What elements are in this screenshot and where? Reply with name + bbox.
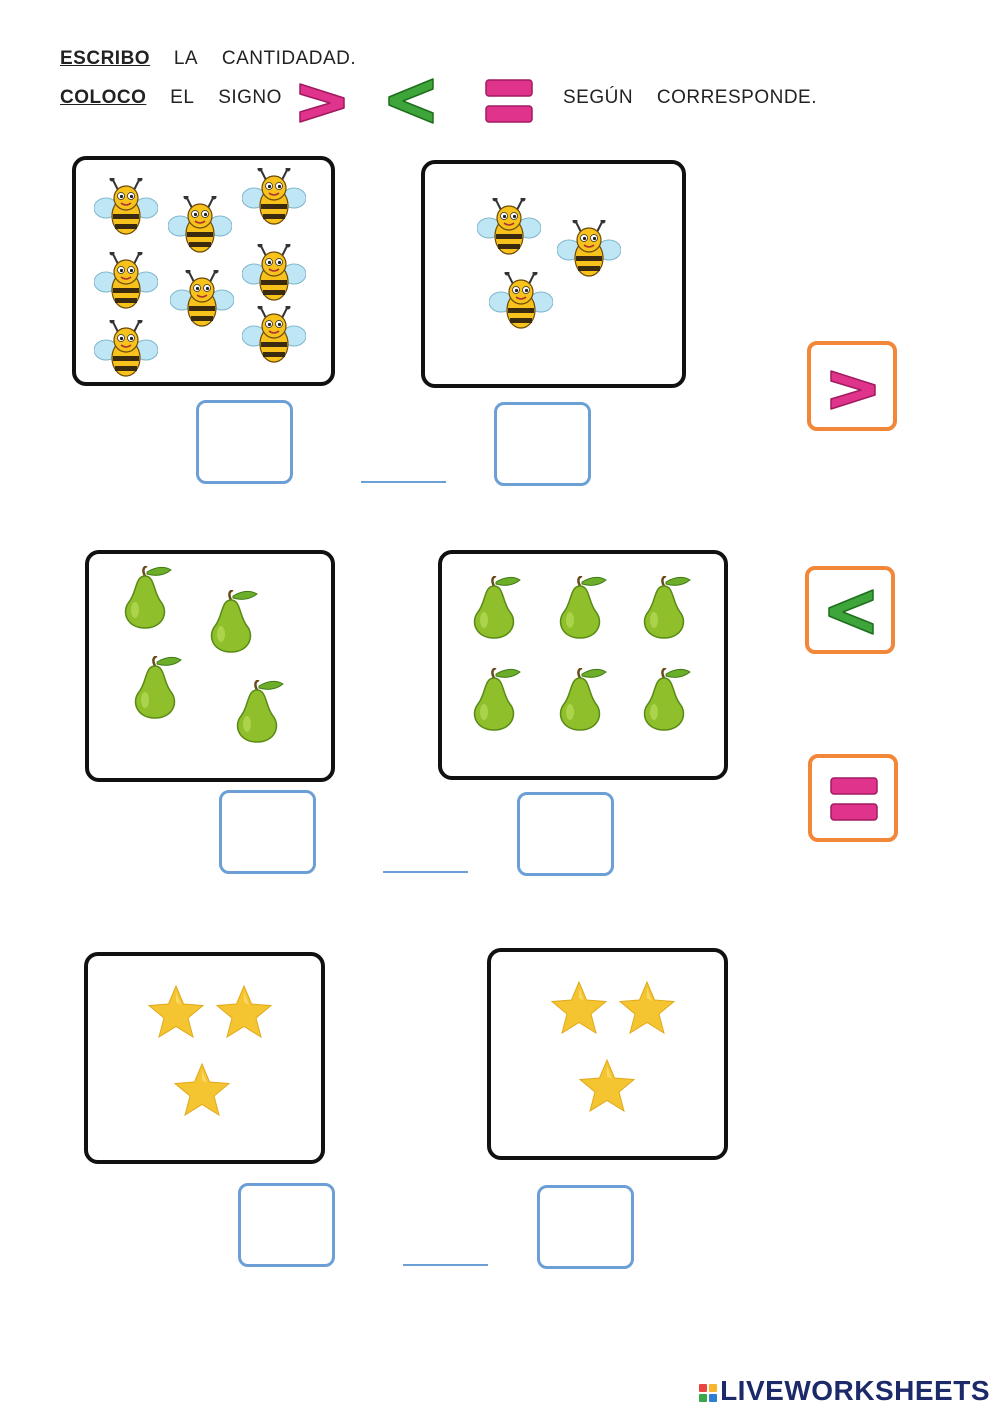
star-icon <box>619 981 675 1034</box>
bee-icon <box>168 196 232 253</box>
liveworksheets-logo: LIVEWORKSHEETS <box>698 1375 990 1407</box>
bee-icon <box>489 272 553 329</box>
bee-icon <box>242 168 306 225</box>
greater-than-icon <box>299 83 345 123</box>
option-greater-than[interactable] <box>807 341 897 431</box>
greater-than-icon <box>830 370 876 410</box>
bee-icon <box>94 252 158 309</box>
answer-box-left-row-2[interactable] <box>219 790 316 874</box>
equal-icon <box>485 79 533 123</box>
answer-box-right-row-3[interactable] <box>537 1185 634 1269</box>
answer-box-right-row-2[interactable] <box>517 792 614 876</box>
answer-box-left-row-3[interactable] <box>238 1183 335 1267</box>
instruction-word: SIGNO <box>218 87 282 108</box>
pear-icon <box>643 576 692 640</box>
instruction-line-2: COLOCO EL SIGNO <box>60 87 282 109</box>
star-icon <box>148 985 204 1038</box>
pear-icon <box>236 680 285 744</box>
right-group-panel-row-3 <box>487 948 728 1160</box>
sign-slot-row-3[interactable] <box>403 1264 488 1266</box>
pear-icon <box>559 668 608 732</box>
instruction-line-2-end: SEGÚN CORRESPONDE. <box>563 87 817 109</box>
bee-icon <box>477 198 541 255</box>
pear-icon <box>134 656 183 720</box>
star-icon <box>579 1059 635 1112</box>
instruction-word: SEGÚN <box>563 87 634 108</box>
option-less-than[interactable] <box>805 566 895 654</box>
pear-icon <box>559 576 608 640</box>
instruction-line-1: ESCRIBO LA CANTIDADAD. <box>60 48 356 70</box>
bee-icon <box>170 270 234 327</box>
less-than-icon <box>388 78 434 124</box>
instruction-word: EL <box>170 87 195 108</box>
option-equal[interactable] <box>808 754 898 842</box>
instruction-word: LA <box>173 48 199 69</box>
less-than-icon <box>828 589 874 635</box>
star-icon <box>216 985 272 1038</box>
bee-icon <box>242 244 306 301</box>
sign-slot-row-1[interactable] <box>361 481 446 483</box>
instruction-keyword-escribo: ESCRIBO <box>60 48 151 69</box>
left-group-panel-row-1 <box>72 156 335 386</box>
instruction-word: CORRESPONDE. <box>656 87 817 108</box>
left-group-panel-row-3 <box>84 952 325 1164</box>
left-group-panel-row-2 <box>85 550 335 782</box>
pear-icon <box>473 576 522 640</box>
liveworksheets-logo-icon <box>698 1383 720 1403</box>
instruction-keyword-coloco: COLOCO <box>60 87 147 108</box>
bee-icon <box>242 306 306 363</box>
right-group-panel-row-2 <box>438 550 728 780</box>
equal-icon <box>830 777 878 821</box>
instruction-word: CANTIDADAD. <box>221 48 357 69</box>
bee-icon <box>94 178 158 235</box>
star-icon <box>174 1063 230 1116</box>
pear-icon <box>124 566 173 630</box>
pear-icon <box>643 668 692 732</box>
bee-icon <box>94 320 158 377</box>
right-group-panel-row-1 <box>421 160 686 388</box>
sign-slot-row-2[interactable] <box>383 871 468 873</box>
pear-icon <box>210 590 259 654</box>
liveworksheets-logo-text: LIVEWORKSHEETS <box>720 1375 990 1406</box>
bee-icon <box>557 220 621 277</box>
answer-box-left-row-1[interactable] <box>196 400 293 484</box>
answer-box-right-row-1[interactable] <box>494 402 591 486</box>
star-icon <box>551 981 607 1034</box>
pear-icon <box>473 668 522 732</box>
